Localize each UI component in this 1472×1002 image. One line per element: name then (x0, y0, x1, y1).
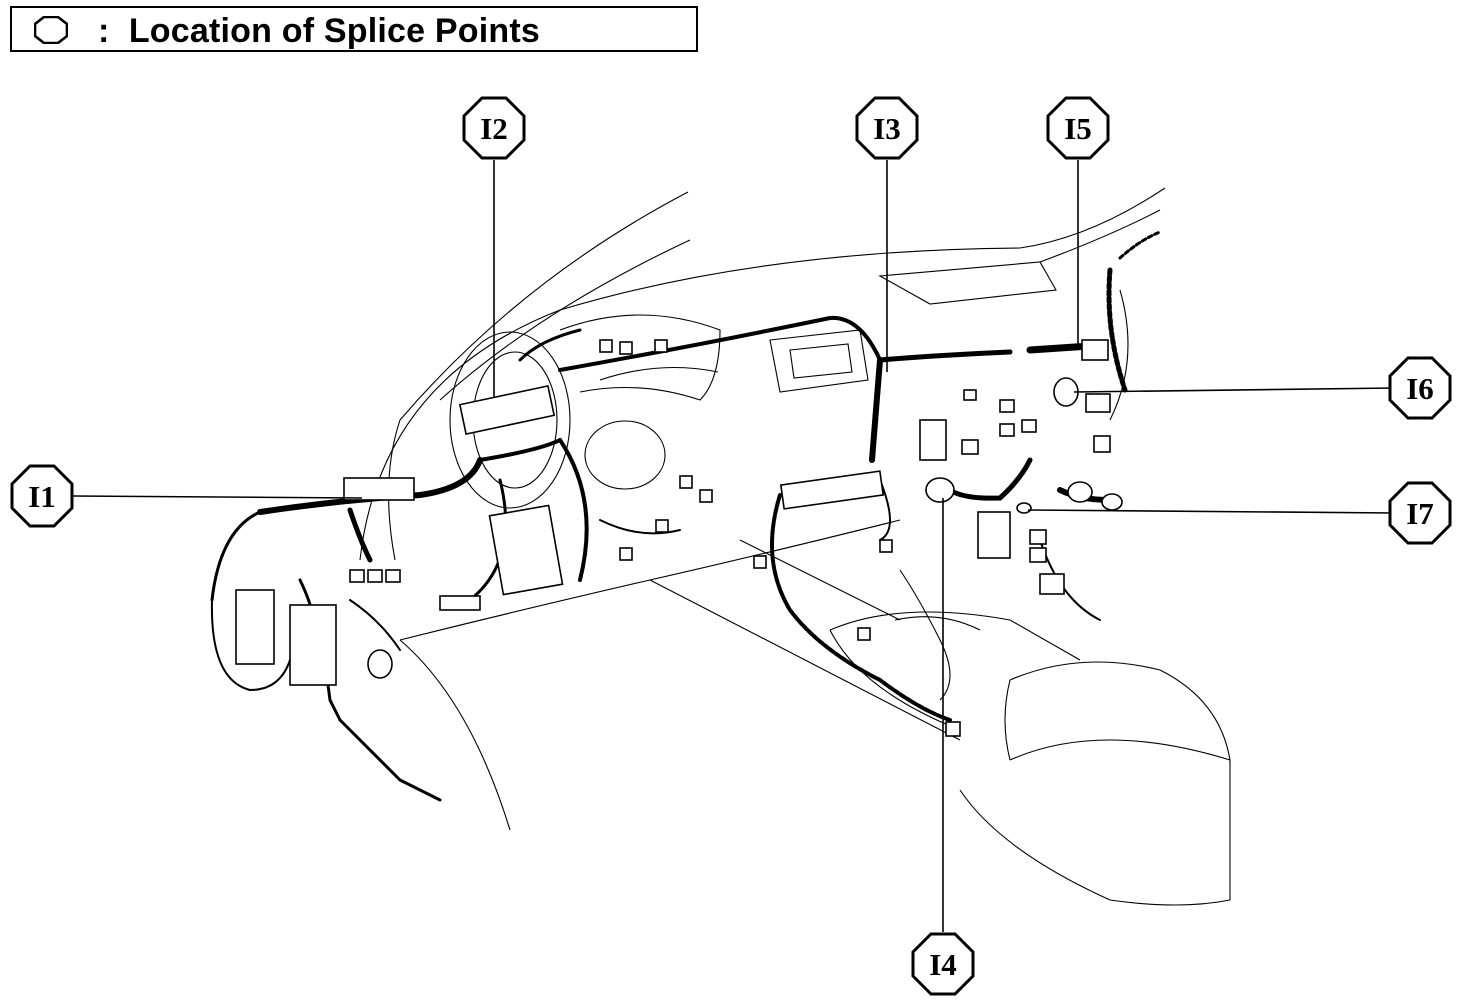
splice-point-label: I2 (480, 111, 508, 146)
vehicle-outline (359, 187, 1231, 906)
splice-point-i4: I4 (911, 932, 975, 996)
leader-line-i1 (71, 495, 363, 499)
leader-line-i6 (1073, 387, 1395, 393)
octagon-icon (34, 16, 68, 44)
splice-point-i3: I3 (855, 96, 919, 160)
splice-point-label: I5 (1064, 111, 1092, 146)
leader-lines (71, 160, 1395, 932)
splice-point-label: I7 (1406, 496, 1434, 531)
splice-point-i5: I5 (1046, 96, 1110, 160)
octagon-icon (10, 464, 74, 528)
legend-separator: : (98, 12, 110, 50)
octagon-icon (1046, 96, 1110, 160)
octagon-icon (911, 932, 975, 996)
octagon-icon (855, 96, 919, 160)
splice-point-label: I1 (28, 479, 56, 514)
splice-point-i6: I6 (1388, 356, 1452, 420)
legend-label: Location of Splice Points (128, 12, 540, 50)
legend-box: : Location of Splice Points (10, 6, 698, 52)
connectors (235, 339, 1123, 737)
splice-point-label: I6 (1406, 371, 1434, 406)
splice-point-label: I3 (873, 111, 901, 146)
splice-point-i1: I1 (10, 464, 74, 528)
legend-title: : Location of Splice Points (98, 11, 540, 51)
octagon-icon (462, 96, 526, 160)
octagon-icon (1388, 356, 1452, 420)
wire-harness (210, 230, 1162, 802)
splice-point-label: I4 (929, 947, 957, 982)
octagon-icon (1388, 481, 1452, 545)
splice-point-i2: I2 (462, 96, 526, 160)
leader-line-i7 (1027, 509, 1395, 514)
splice-point-i7: I7 (1388, 481, 1452, 545)
